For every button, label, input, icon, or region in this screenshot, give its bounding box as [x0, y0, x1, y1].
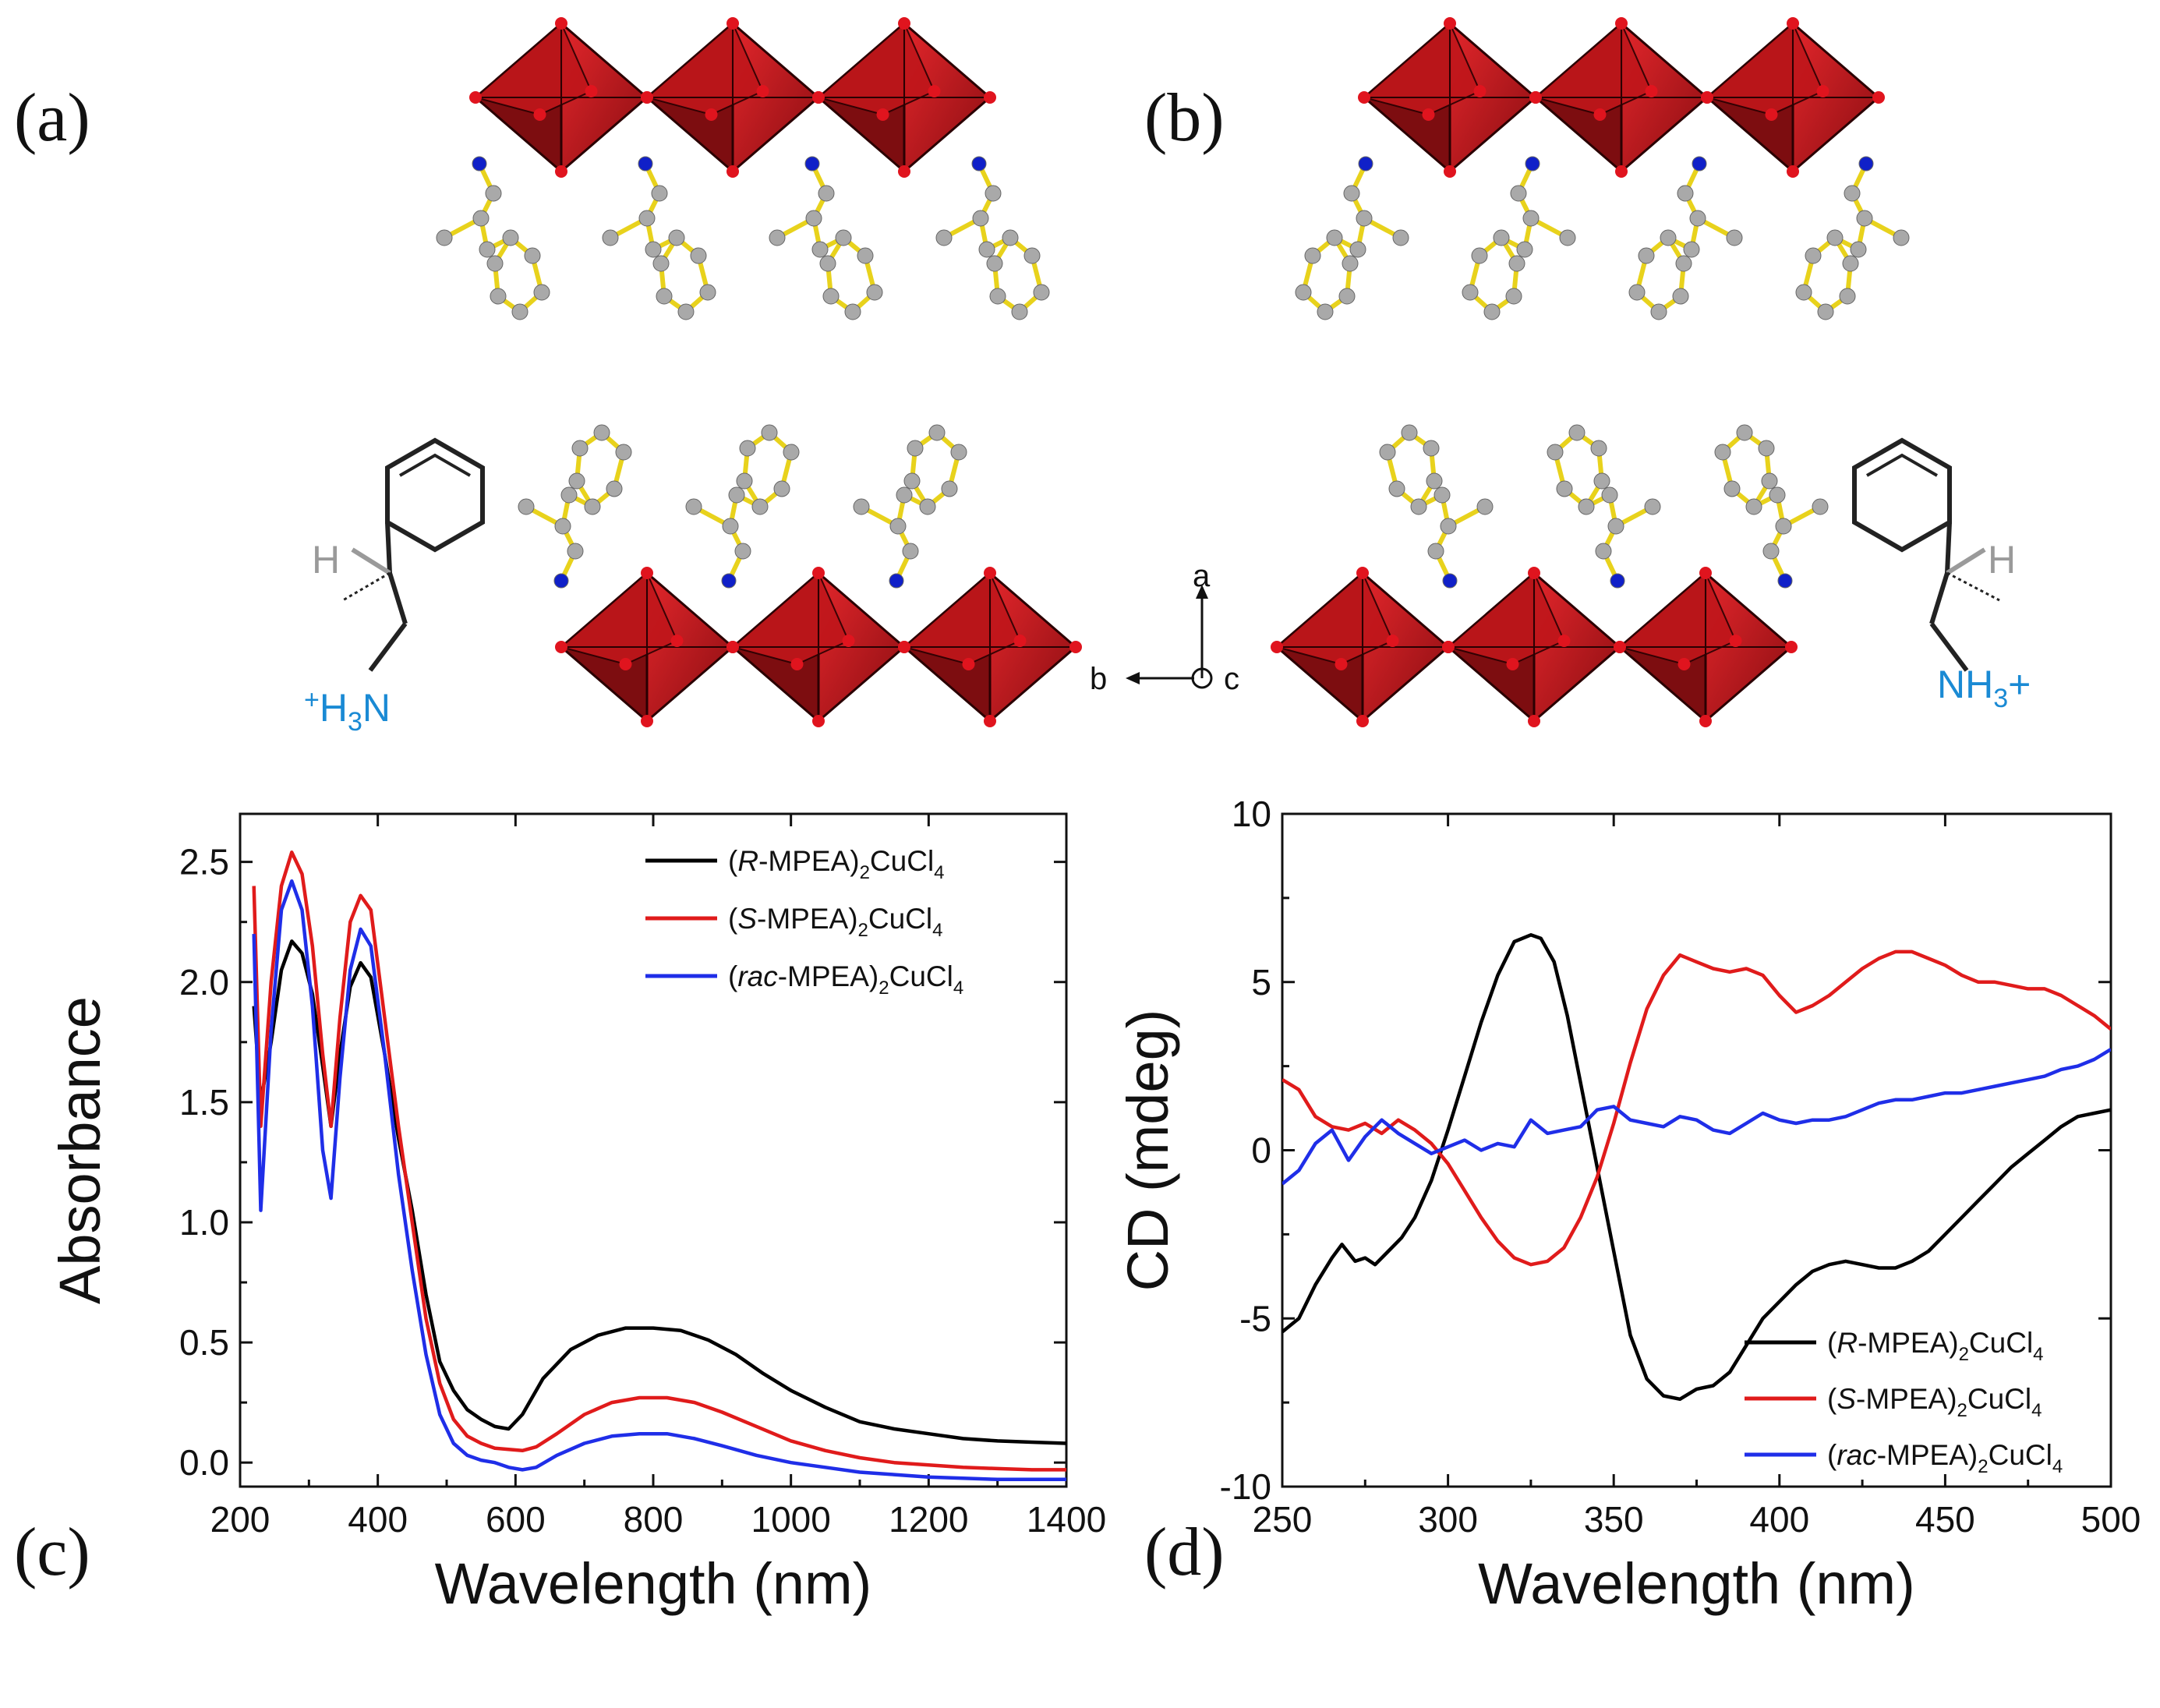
x-tick-label: 1200 — [889, 1499, 968, 1540]
x-axis-title: Wavelength (nm) — [435, 1551, 872, 1616]
molecule-s-mpea: H NH3+ — [1852, 437, 2031, 713]
benzene-ring-icon — [385, 437, 485, 553]
y-tick-label: 0 — [1251, 1130, 1271, 1171]
axis-label-a: a — [1193, 559, 1211, 593]
axis-label-c: c — [1224, 662, 1239, 696]
cucl6-octahedron — [1442, 567, 1626, 727]
axis-label-b: b — [1090, 662, 1107, 696]
x-tick-label: 1000 — [751, 1499, 830, 1540]
x-tick-label: 250 — [1253, 1499, 1313, 1540]
organic-cation — [1379, 424, 1494, 589]
series-line-2 — [252, 879, 1066, 1482]
organic-cation — [1462, 156, 1576, 320]
organic-cation — [769, 156, 883, 320]
series-line-2 — [1282, 1048, 2111, 1186]
organic-cation — [685, 424, 800, 589]
x-tick-label: 450 — [1915, 1499, 1975, 1540]
y-tick-label: 2.5 — [179, 842, 229, 882]
x-tick-label: 600 — [486, 1499, 546, 1540]
legend-label-0: (R-MPEA)2CuCl4 — [728, 845, 945, 883]
cucl6-octahedron — [1701, 17, 1885, 178]
panel-label-b: (b) — [1144, 80, 1225, 156]
cucl6-octahedron — [726, 567, 910, 727]
series-line-0 — [252, 939, 1066, 1445]
x-tick-label: 400 — [1749, 1499, 1809, 1540]
y-tick-label: 1.0 — [179, 1202, 229, 1243]
organic-cation — [518, 424, 632, 589]
legend-label-0: (R-MPEA)2CuCl4 — [1827, 1327, 2044, 1365]
cucl6-octahedron — [1529, 17, 1713, 178]
x-tick-label: 400 — [348, 1499, 408, 1540]
x-tick-label: 300 — [1418, 1499, 1478, 1540]
absorbance-chart: 200 400 600 800 1000 1200 1400 0.0 0.5 1.0 1.5 2.0 2… — [48, 812, 1106, 1616]
series-line-1 — [1282, 949, 2111, 1267]
legend-label-2: (rac-MPEA)2CuCl4 — [1827, 1439, 2063, 1477]
plot-frame — [239, 812, 1068, 1488]
x-tick-label: 800 — [624, 1499, 684, 1540]
amine-label-right: NH3+ — [1937, 663, 2031, 713]
x-tick-label: 500 — [2081, 1499, 2141, 1540]
x-tick-label: 350 — [1584, 1499, 1644, 1540]
organic-cation — [853, 424, 967, 589]
x-tick-label: 200 — [210, 1499, 270, 1540]
cucl6-octahedron — [469, 17, 653, 178]
legend-label-2: (rac-MPEA)2CuCl4 — [728, 960, 963, 999]
h-atom-label-left: H — [312, 538, 340, 582]
panel-label-c: (c) — [14, 1515, 90, 1590]
legend-label-1: (S-MPEA)2CuCl4 — [1827, 1383, 2042, 1421]
crystal-structure-s — [1271, 17, 1910, 727]
organic-cation — [436, 156, 550, 320]
cucl6-octahedron — [812, 17, 996, 178]
organic-cation — [1795, 156, 1910, 320]
y-tick-label: 1.5 — [179, 1082, 229, 1123]
axis-c-out-of-plane-icon — [1191, 667, 1213, 689]
cucl6-octahedron — [1614, 567, 1798, 727]
organic-cation — [935, 156, 1050, 320]
organic-cation — [1714, 424, 1829, 589]
arrow-left-icon — [1126, 672, 1140, 684]
cucl6-octahedron — [1358, 17, 1542, 178]
cucl6-octahedron — [898, 567, 1082, 727]
y-tick-label: -10 — [1220, 1466, 1271, 1507]
x-axis-title: Wavelength (nm) — [1478, 1551, 1915, 1616]
organic-cation — [602, 156, 716, 320]
benzene-ring-icon — [1852, 437, 1952, 553]
y-tick-label: 0.0 — [179, 1442, 229, 1483]
cucl6-octahedron — [1271, 567, 1455, 727]
legend-label-1: (S-MPEA)2CuCl4 — [728, 903, 942, 941]
panel-label-a: (a) — [14, 80, 90, 156]
panel-label-d: (d) — [1144, 1515, 1225, 1590]
h-atom-label-right: H — [1988, 538, 2016, 582]
organic-cation — [1628, 156, 1743, 320]
y-tick-label: 5 — [1251, 962, 1271, 1003]
organic-cation — [1295, 156, 1409, 320]
y-tick-label: 10 — [1232, 794, 1271, 834]
amine-label-left: +H3N — [304, 685, 391, 737]
cucl6-octahedron — [641, 17, 825, 178]
y-axis-title: Absorbance — [48, 996, 112, 1304]
arrow-up-icon — [1196, 585, 1208, 599]
series-line-1 — [252, 850, 1066, 1472]
y-tick-label: -5 — [1239, 1298, 1271, 1338]
molecule-r-mpea: H +H3N — [304, 437, 485, 737]
y-tick-label: 0.5 — [179, 1322, 229, 1363]
x-tick-label: 1400 — [1027, 1499, 1106, 1540]
crystal-structure-r — [436, 17, 1082, 727]
crystal-axes-indicator: a b c — [1090, 559, 1239, 696]
series-line-0 — [1282, 933, 2111, 1402]
cucl6-octahedron — [555, 567, 739, 727]
y-axis-title: CD (mdeg) — [1115, 1010, 1180, 1292]
organic-cation — [1547, 424, 1661, 589]
y-tick-label: 2.0 — [179, 962, 229, 1003]
